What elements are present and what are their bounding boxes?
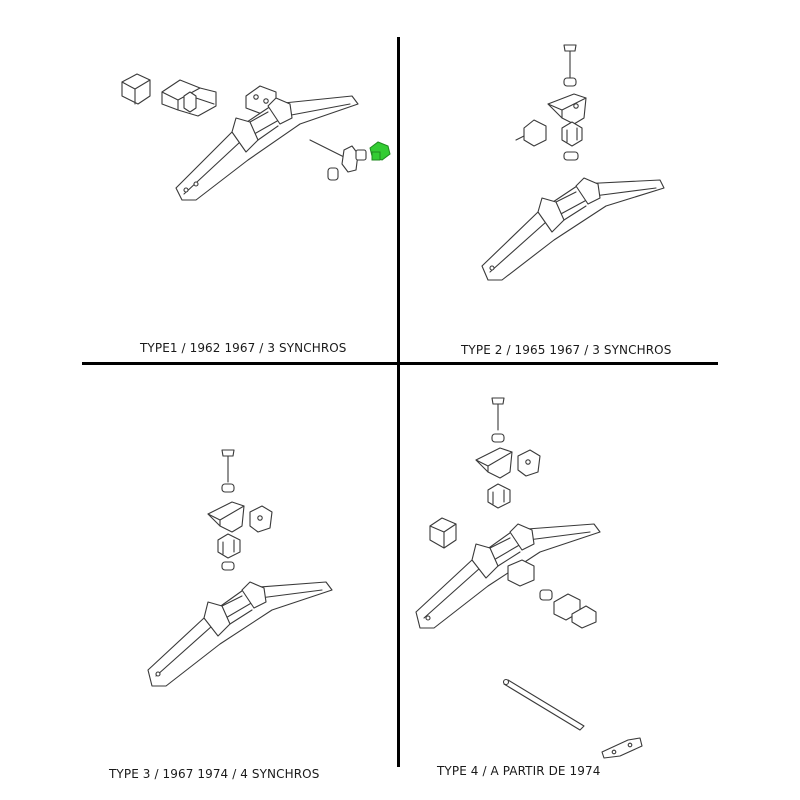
type2-rubber-mount — [515, 119, 547, 147]
type3-bolt — [221, 449, 235, 493]
type2-mount-bracket — [547, 93, 587, 161]
type4-drawing — [415, 397, 643, 759]
type1-drawing — [121, 73, 391, 201]
caption-type4: TYPE 4 / A PARTIR DE 1974 — [437, 764, 601, 778]
type1-crossmember — [175, 95, 359, 201]
type3-mount-bracket — [207, 501, 273, 571]
type4-bolt — [491, 397, 505, 443]
type4-side-block — [429, 517, 457, 549]
type1-rod-assembly — [309, 139, 367, 181]
type2-crossmember — [481, 177, 665, 281]
type1-bracket-left — [121, 73, 151, 105]
caption-type1: TYPE1 / 1962 1967 / 3 SYNCHROS — [140, 341, 347, 355]
vertical-divider — [397, 37, 400, 767]
type4-linkage-rod — [502, 678, 643, 759]
type4-crossmember — [415, 523, 601, 629]
type2-bolt — [563, 44, 577, 87]
horizontal-divider — [82, 362, 718, 365]
type4-mount-parts — [539, 589, 597, 629]
type1-highlighted-bolt — [369, 141, 391, 161]
type4-mount-bracket — [475, 447, 541, 509]
type2-drawing — [481, 44, 665, 281]
type3-drawing — [147, 449, 333, 687]
type1-bracket-double — [161, 79, 217, 117]
type3-crossmember — [147, 581, 333, 687]
caption-type2: TYPE 2 / 1965 1967 / 3 SYNCHROS — [461, 343, 672, 357]
caption-type3: TYPE 3 / 1967 1974 / 4 SYNCHROS — [109, 767, 320, 781]
